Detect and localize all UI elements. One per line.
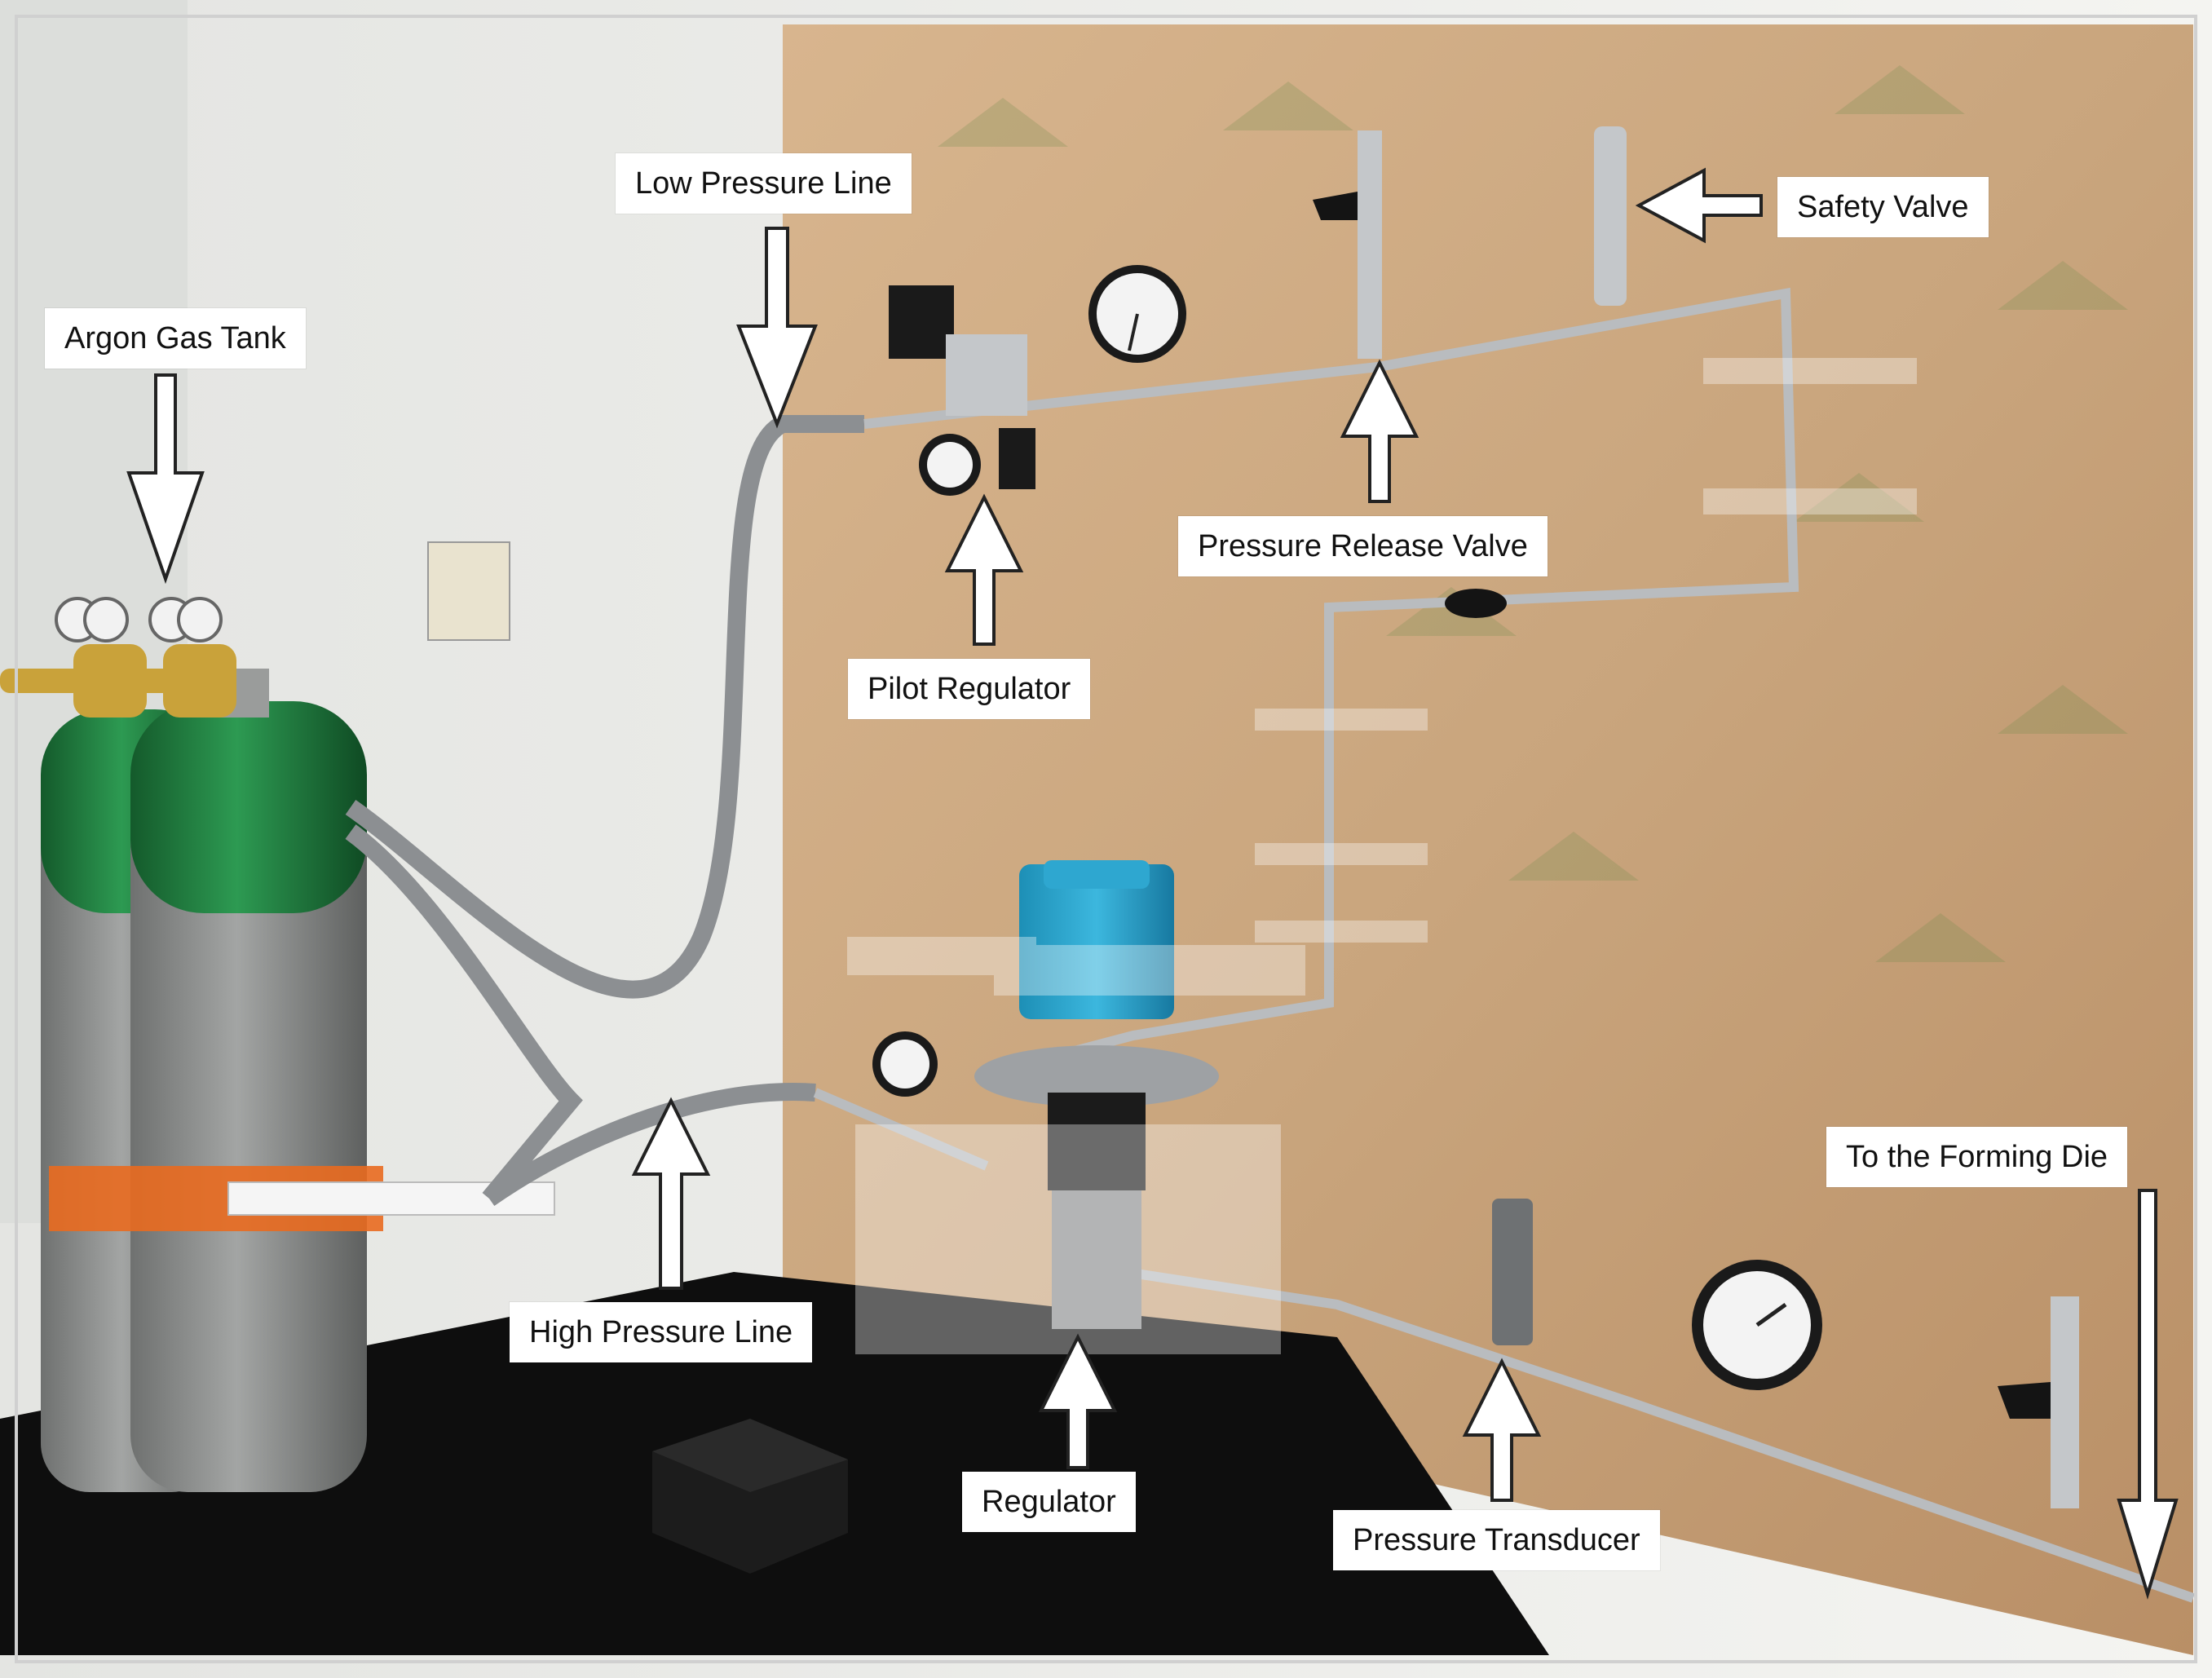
label-pilot-regulator: Pilot Regulator <box>848 659 1091 719</box>
photo-frame <box>15 15 2197 1663</box>
arrow-safety-valve <box>1635 167 1763 244</box>
arrow-pressure-transducer <box>1462 1358 1542 1502</box>
valve-handle-mid <box>1445 589 1507 618</box>
arrow-high-pressure <box>631 1097 711 1290</box>
outlet-gauge <box>1692 1260 1822 1390</box>
label-regulator: Regulator <box>962 1472 1136 1532</box>
pilot-regulator-assembly <box>889 265 1186 496</box>
regulator-assembly <box>974 860 1219 1329</box>
arrow-argon <box>126 373 205 585</box>
argon-cylinders <box>41 669 383 1492</box>
label-low-pressure-line: Low Pressure Line <box>616 153 912 214</box>
label-pressure-release-valve: Pressure Release Valve <box>1178 516 1548 576</box>
label-safety-valve: Safety Valve <box>1777 177 1989 237</box>
arrow-regulator <box>1038 1333 1118 1469</box>
outlet-valve <box>1998 1296 2079 1508</box>
acrylic-brackets <box>847 358 1917 1354</box>
arrow-pressure-release <box>1340 359 1419 503</box>
annotation-arrows <box>126 167 2179 1600</box>
low-pressure-hose <box>345 415 864 999</box>
label-to-forming-die: To the Forming Die <box>1826 1127 2128 1187</box>
valves-top <box>1313 126 1627 359</box>
label-high-pressure-line: High Pressure Line <box>510 1302 813 1362</box>
high-pressure-hose <box>345 824 816 1207</box>
label-argon-gas-tank: Argon Gas Tank <box>45 308 306 369</box>
panel-watermarks <box>938 65 2128 962</box>
arrow-low-pressure <box>736 227 818 429</box>
tubing <box>813 287 2195 1603</box>
cylinder-regulators <box>0 597 236 718</box>
arrow-forming-die <box>2117 1189 2179 1600</box>
power-adapter <box>652 1419 848 1574</box>
arrow-pilot-regulator <box>944 493 1024 646</box>
cylinder-bracket <box>227 1181 555 1216</box>
inlet-gauge <box>872 1031 938 1097</box>
wall-thermostat <box>427 541 510 641</box>
label-pressure-transducer: Pressure Transducer <box>1333 1510 1660 1570</box>
pressure-transducer-body <box>1492 1199 1533 1345</box>
